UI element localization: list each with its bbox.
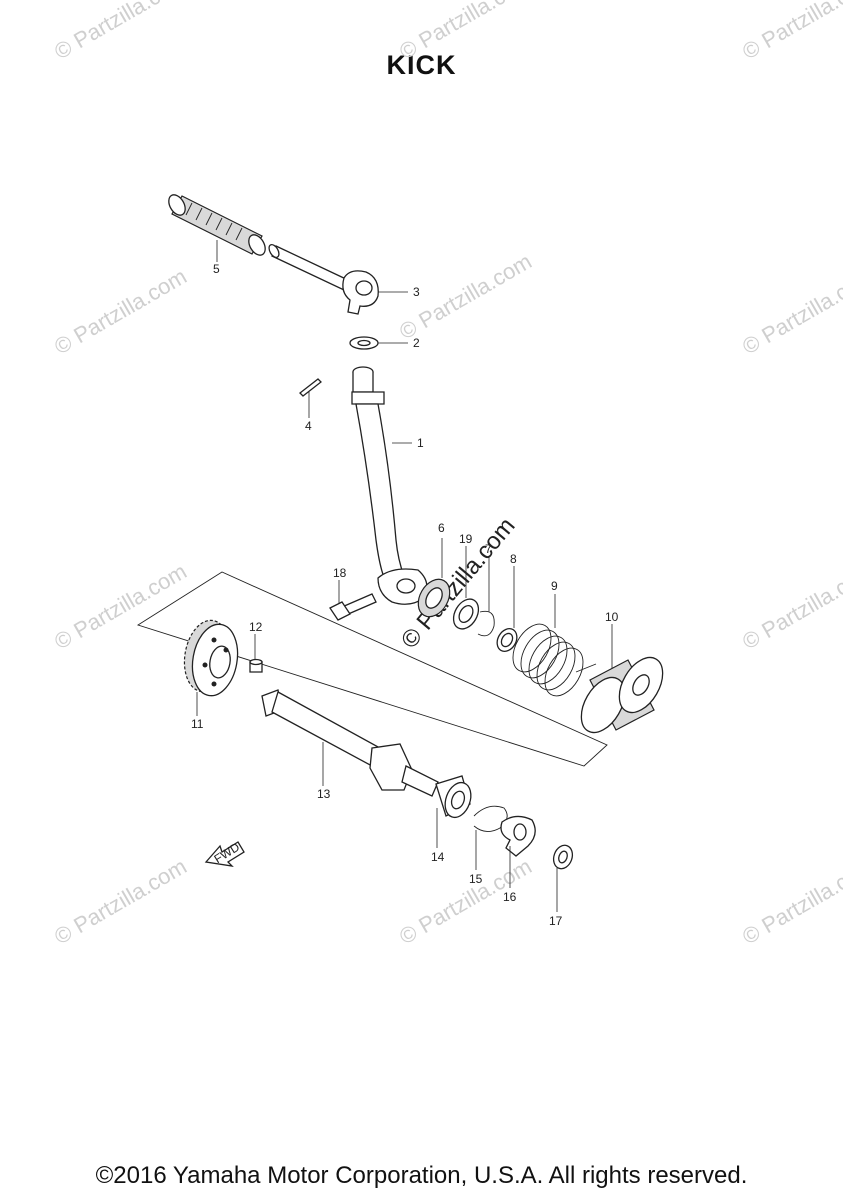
callout-3: 3 <box>413 285 420 299</box>
part-11-idle-gear[interactable] <box>179 617 243 700</box>
callout-1: 1 <box>417 436 424 450</box>
callout-5: 5 <box>213 262 220 276</box>
watermark: © Partzilla.com <box>50 854 191 950</box>
callout-14: 14 <box>431 850 445 864</box>
watermark: © Partzilla.com <box>50 0 191 64</box>
part-8-washer[interactable] <box>493 625 521 655</box>
assembly-outline <box>136 571 608 767</box>
watermark: © Partzilla.com <box>738 264 843 360</box>
fwd-arrow-icon: FWD <box>204 840 245 867</box>
part-12-dowel[interactable] <box>249 658 263 673</box>
part-1-kick-arm[interactable] <box>351 366 428 605</box>
part-15-ratchet-spring[interactable] <box>473 805 508 832</box>
callout-13: 13 <box>317 787 331 801</box>
callout-9: 9 <box>551 579 558 593</box>
callout-18: 18 <box>333 566 347 580</box>
callout-7: 7 <box>485 542 492 556</box>
callout-4: 4 <box>305 419 312 433</box>
part-2-washer[interactable] <box>349 336 379 350</box>
watermark: © Partzilla.com <box>395 0 536 64</box>
callout-6: 6 <box>438 521 445 535</box>
callout-15: 15 <box>469 872 483 886</box>
part-7-circlip[interactable] <box>477 610 495 637</box>
part-17-washer[interactable] <box>550 843 575 872</box>
part-9-torsion-spring[interactable] <box>505 617 597 702</box>
part-10-spring-cover[interactable] <box>572 650 671 740</box>
callout-16: 16 <box>503 890 517 904</box>
leader-lines <box>196 240 613 912</box>
page-title: KICK <box>386 50 457 80</box>
callout-10: 10 <box>605 610 619 624</box>
part-6-oil-seal[interactable] <box>412 574 456 623</box>
part-4-pin[interactable] <box>299 378 322 397</box>
callout-12: 12 <box>249 620 263 634</box>
part-13-kick-axle[interactable] <box>261 689 439 797</box>
part-18-bolt[interactable] <box>329 593 377 621</box>
copyright-notice: ©2016 Yamaha Motor Corporation, U.S.A. A… <box>95 1162 748 1189</box>
watermark: © Partzilla.com <box>738 559 843 655</box>
part-5-grip[interactable] <box>165 192 268 258</box>
watermark: © Partzilla.com <box>738 0 843 64</box>
callout-11: 11 <box>191 717 204 731</box>
part-14-ratchet[interactable] <box>435 775 475 821</box>
part-19-collar[interactable] <box>448 595 483 634</box>
watermark: © Partzilla.com <box>738 854 843 950</box>
callout-8: 8 <box>510 552 517 566</box>
callout-19: 19 <box>459 532 473 546</box>
watermark: © Partzilla.com <box>50 264 191 360</box>
callouts: 1 2 3 4 5 6 7 8 9 10 11 12 13 14 15 16 1… <box>191 262 619 928</box>
part-16-spring-guide[interactable] <box>500 815 536 857</box>
part-3-crank-boss[interactable] <box>267 243 379 315</box>
callout-17: 17 <box>549 914 563 928</box>
watermark: © Partzilla.com <box>50 559 191 655</box>
callout-2: 2 <box>413 336 420 350</box>
